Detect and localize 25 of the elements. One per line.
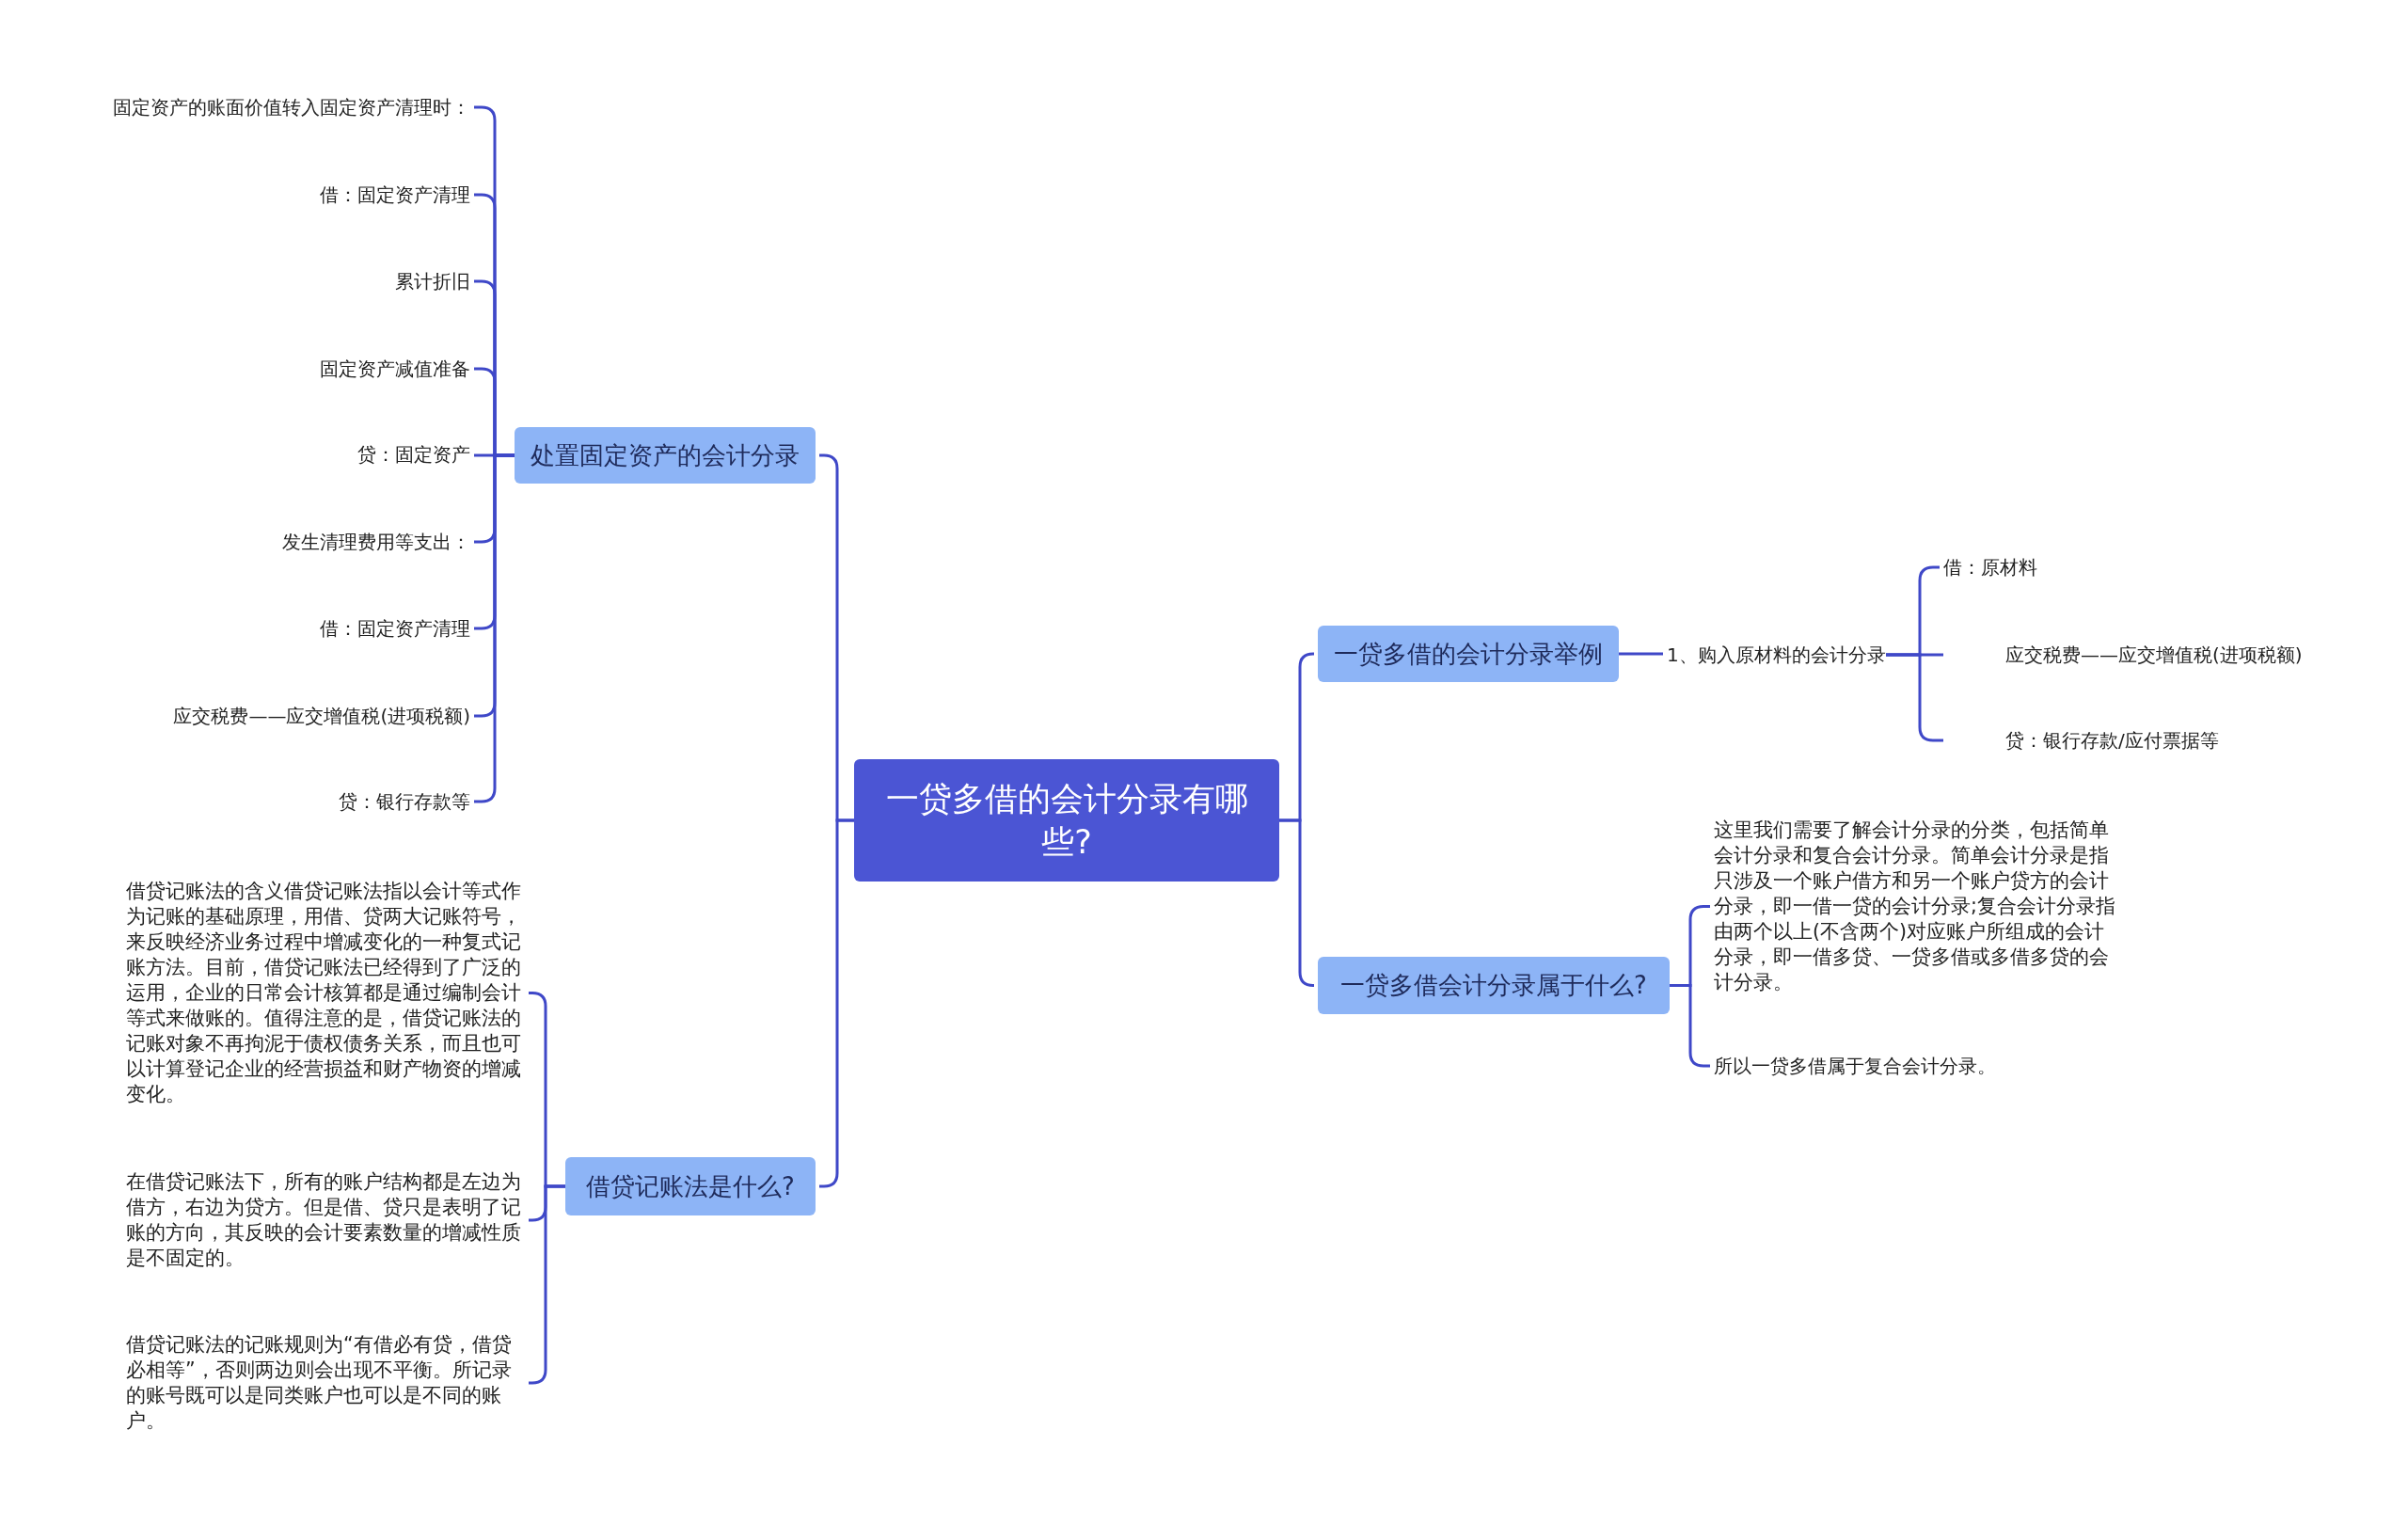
entry-text: 1、购入原材料的会计分录 xyxy=(1667,642,1886,668)
entry-text: 发生清理费用等支出： xyxy=(282,529,470,555)
entry-text: 累计折旧 xyxy=(395,268,470,294)
entry-text: 贷：固定资产 xyxy=(357,441,470,468)
connector-line xyxy=(1619,652,1663,656)
entry-text: 借：原材料 xyxy=(1943,554,2037,580)
paragraph-text: 这里我们需要了解会计分录的分类，包括简单会计分录和复合会计分录。简单会计分录是指只涉及一个账户借方和另一个账户贷方的会计分录，即一借一贷的会计分录;复合会计分录指由两个以上(不含两个)对应账户所组成的会计分录，即一借多贷、一贷多借或多借多贷的会计分录。 xyxy=(1714,818,2118,995)
entry-text: 贷：银行存款等 xyxy=(339,788,470,815)
entry-text: 借：固定资产清理 xyxy=(320,615,470,642)
connector-line xyxy=(1279,818,1315,987)
entry-text: 应交税费——应交增值税(进项税额) xyxy=(173,703,470,729)
entry-text: 固定资产的账面价值转入固定资产清理时： xyxy=(113,94,470,120)
topic-box: 借贷记账法是什么? xyxy=(565,1157,816,1215)
entry-text: 借：固定资产清理 xyxy=(320,182,470,208)
entry-text: 所以一贷多借属于复合会计分录。 xyxy=(1714,1053,1996,1079)
entry-text: 固定资产减值准备 xyxy=(320,356,470,382)
topic-box: 一贷多借会计分录属于什么? xyxy=(1318,957,1670,1014)
topic-box: 处置固定资产的会计分录 xyxy=(515,427,816,484)
entry-text: 贷：银行存款/应付票据等 xyxy=(1943,727,2219,754)
entry-text: 应交税费——应交增值税(进项税额) xyxy=(1943,642,2303,668)
topic-box: 一贷多借的会计分录举例 xyxy=(1318,626,1619,682)
paragraph-text: 借贷记账法的记账规则为“有借必有贷，借贷必相等”，否则两边则会出现不平衡。所记录的账号既可以是同类账户也可以是不同的账户。 xyxy=(126,1332,525,1434)
central-topic-box: 一贷多借的会计分录有哪些? xyxy=(854,759,1279,882)
paragraph-text: 在借贷记账法下，所有的账户结构都是左边为借方，右边为贷方。但是借、贷只是表明了记账的方向，其反映的会计要素数量的增减性质是不固定的。 xyxy=(126,1169,525,1271)
paragraph-text: 借贷记账法的含义借贷记账法指以会计等式作为记账的基础原理，用借、贷两大记账符号，来反映经济业务过程中增减变化的一种复式记账方法。目前，借贷记账法已经得到了广泛的运用，企业的日常会计核算都是通过编制会计等式来做账的。值得注意的是，借贷记账法的记账对象不再拘泥于债权债务关系，而且也可以计算登记企业的经营损益和财产物资的增减变化。 xyxy=(126,879,525,1107)
